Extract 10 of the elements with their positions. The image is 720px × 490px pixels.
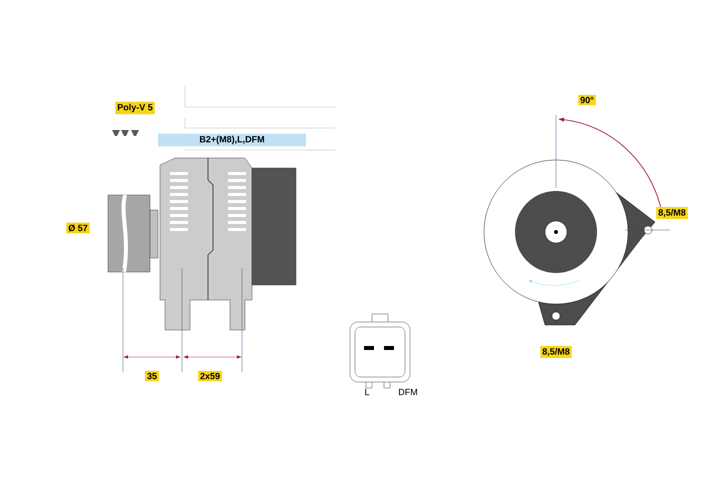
dimension-label: 8,5/M8 [540, 346, 572, 358]
pin-label: L [365, 388, 370, 396]
dimension-label: 2x59 [198, 370, 222, 382]
pin-label: DFM [399, 388, 418, 396]
dimension-label: 35 [145, 370, 159, 382]
dimension-label: Ø 57 [66, 222, 90, 234]
dimension-label: Poly-V 5 [115, 102, 155, 114]
dimension-label: 8,5/M8 [656, 207, 688, 219]
connection-label: B2+(M8),L,DFM [158, 134, 306, 146]
dimension-label: 90° [578, 94, 596, 106]
